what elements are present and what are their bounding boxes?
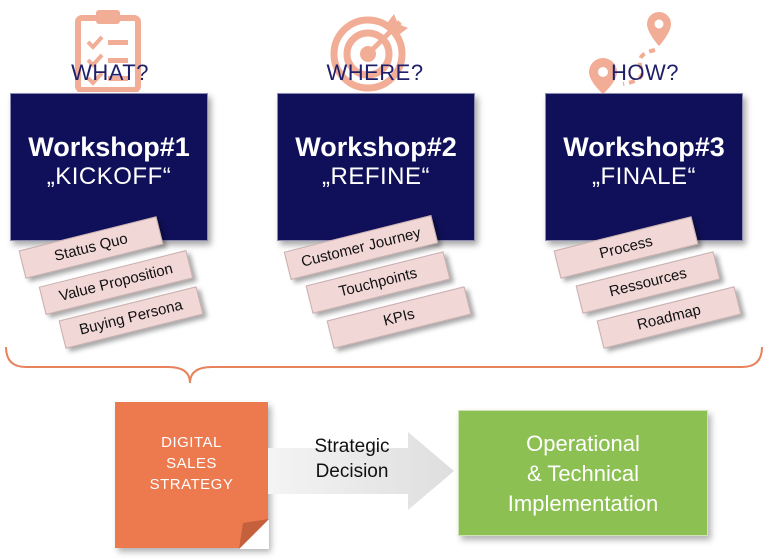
digital-sales-strategy-box: DIGITAL SALES STRATEGY	[115, 402, 269, 549]
implementation-box: Operational & Technical Implementation	[458, 410, 708, 536]
workshop2-box: Workshop#2 „REFINE“	[277, 93, 475, 241]
workshop1-question: WHAT?	[71, 60, 149, 85]
decision-line-2: Decision	[315, 461, 389, 482]
target-arrow-icon	[330, 14, 408, 92]
workshop3-subtitle: „FINALE“	[591, 163, 696, 190]
workshop3-box: Workshop#3 „FINALE“	[545, 93, 743, 241]
workshop1-subtitle: „KICKOFF“	[46, 163, 172, 190]
workshop2-question: WHERE?	[326, 60, 424, 85]
workshop1-title: Workshop#1	[28, 132, 190, 162]
strategic-decision-label: Strategic Decision	[282, 434, 422, 484]
workshop1-box: Workshop#1 „KICKOFF“	[10, 93, 208, 241]
strategy-line-2: SALES	[166, 455, 217, 472]
workshop2-subtitle: „REFINE“	[322, 163, 430, 190]
workshop2-title: Workshop#2	[295, 132, 457, 162]
workshop3-question: HOW?	[611, 60, 679, 85]
strategy-line-1: DIGITAL	[161, 434, 222, 451]
page-fold-corner	[239, 519, 269, 549]
route-pin-icon	[589, 12, 671, 94]
implementation-line-3: Implementation	[507, 491, 659, 516]
grouping-brace	[5, 346, 763, 384]
strategy-line-3: STRATEGY	[149, 476, 234, 493]
implementation-line-1: Operational	[526, 431, 640, 456]
workshop3-title: Workshop#3	[563, 132, 725, 162]
decision-line-1: Strategic	[314, 436, 390, 457]
decision-arrow	[268, 432, 454, 510]
clipboard-checklist-icon	[75, 10, 141, 92]
implementation-line-2: & Technical	[526, 461, 640, 486]
